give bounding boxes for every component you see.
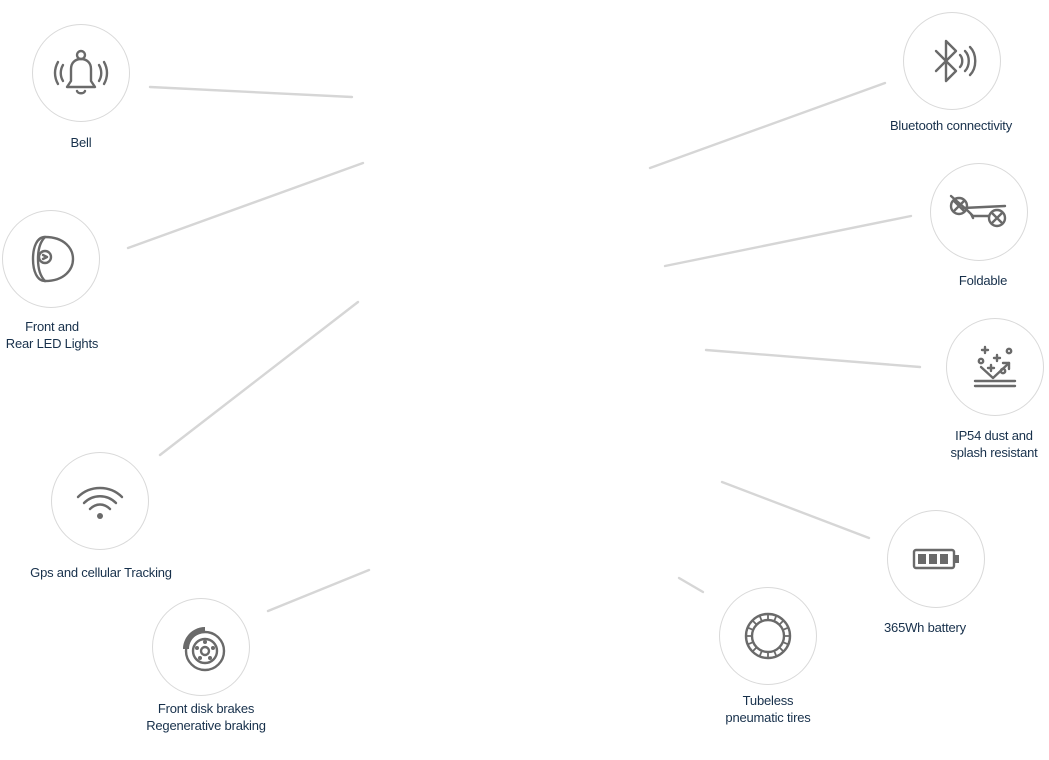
connector-gps: [158, 300, 360, 457]
connector-brakes: [266, 568, 371, 613]
feature-bluetooth-label: Bluetooth connectivity: [889, 118, 1013, 133]
splash-resistant-icon-circle: [946, 318, 1044, 416]
feature-tires-label: Tubeless pneumatic tires: [725, 693, 811, 725]
bell-icon: [53, 49, 109, 95]
scooter-icon-circle: [930, 163, 1028, 261]
connector-led: [126, 161, 365, 250]
battery-icon: [912, 548, 959, 570]
connector-bell: [148, 85, 354, 99]
feature-bell-label: Bell: [70, 135, 92, 150]
tire-icon-circle: [719, 587, 817, 685]
scooter-icon: [949, 194, 1007, 228]
connector-bluetooth: [648, 81, 887, 170]
bluetooth-icon: [934, 39, 977, 83]
wifi-signal-icon: [76, 486, 124, 519]
headlight-icon-circle: [2, 210, 100, 308]
feature-ip54-label: IP54 dust and splash resistant: [950, 428, 1038, 460]
headlight-icon: [31, 235, 75, 283]
splash-resistant-icon: [973, 345, 1017, 388]
disk-brake-icon: [183, 627, 226, 672]
connector-ip54: [704, 348, 922, 369]
bluetooth-icon-circle: [903, 12, 1001, 110]
connector-foldable: [663, 214, 913, 268]
connector-battery: [720, 480, 871, 540]
connector-tires: [677, 576, 705, 594]
feature-gps-label: Gps and cellular Tracking: [30, 565, 172, 580]
feature-battery-label: 365Wh battery: [884, 620, 966, 635]
wifi-signal-icon-circle: [51, 452, 149, 550]
feature-brakes-label: Front disk brakes Regenerative braking: [146, 701, 266, 733]
feature-foldable-label: Foldable: [958, 273, 1008, 288]
bell-icon-circle: [32, 24, 130, 122]
disk-brake-icon-circle: [152, 598, 250, 696]
tire-icon: [744, 612, 792, 660]
battery-icon-circle: [887, 510, 985, 608]
feature-led-lights-label: Front and Rear LED Lights: [5, 319, 99, 351]
